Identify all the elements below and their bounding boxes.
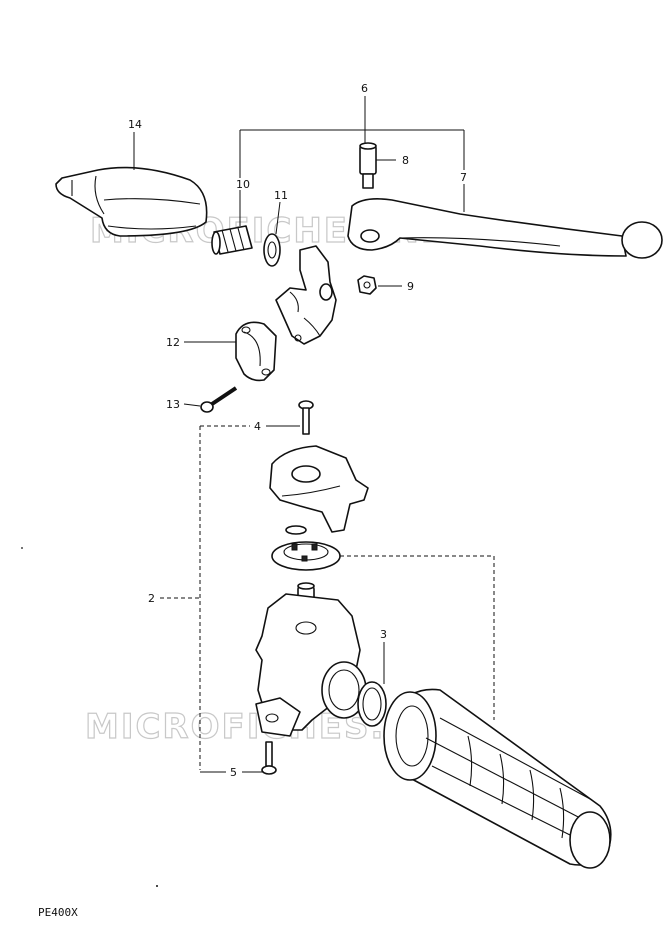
lever-boot-part [55,166,208,237]
callout-14: 14 [128,118,142,131]
stray-dot [21,547,23,549]
leader-lines [133,96,495,773]
clamp-part [235,321,277,382]
pivot-bolt-part [359,142,377,189]
callout-4: 4 [254,420,261,433]
callout-11: 11 [274,189,288,202]
callout-labels: 14 6 10 11 8 7 9 12 13 4 2 3 5 [128,82,467,779]
callout-3: 3 [380,628,387,641]
throttle-cam-part [271,525,341,571]
callout-5: 5 [230,766,237,779]
locknut-part [263,233,281,267]
callout-7: 7 [460,171,467,184]
bottom-screw-part [261,741,277,775]
callout-9: 9 [407,280,414,293]
pivot-nut-part [357,275,377,295]
clutch-lever-part [347,198,663,259]
adjuster-bolt-part [211,225,253,255]
throttle-grip-part [383,688,612,869]
callout-6: 6 [361,82,368,95]
callout-10: 10 [236,178,250,191]
callout-13: 13 [166,398,180,411]
callout-12: 12 [166,336,180,349]
stray-dot [156,885,158,887]
callout-8: 8 [402,154,409,167]
switch-housing-part [255,582,367,737]
clamp-screw-part [200,386,238,413]
callout-2: 2 [148,592,155,605]
lever-bracket-part [275,245,337,345]
top-screw-part [298,400,314,435]
switch-cover-part [269,445,369,533]
figure-code: PE400X [38,906,78,919]
o-ring-part [357,681,387,727]
